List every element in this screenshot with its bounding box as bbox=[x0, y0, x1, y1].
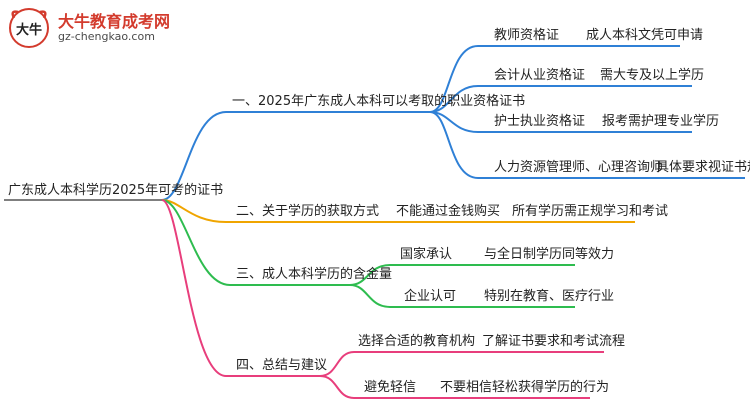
branch-4-child-1-label: 选择合适的教育机构 bbox=[358, 334, 476, 349]
branch-1-child-2-note: 需大专及以上学历 bbox=[600, 68, 705, 83]
branch-3-child-1-label: 国家承认 bbox=[400, 247, 453, 262]
branch-1-child-3-label: 护士执业资格证 bbox=[494, 114, 586, 129]
branch-1-child-4-note: 具体要求视证书规定 bbox=[656, 160, 750, 175]
branch-1-child-3-note: 报考需护理专业学历 bbox=[602, 114, 720, 129]
branch-1-child-1-label: 教师资格证 bbox=[494, 28, 560, 43]
branch-1-child-1-connector bbox=[429, 45, 680, 113]
branch-3-label: 三、成人本科学历的含金量 bbox=[236, 267, 393, 282]
branch-3-child-1-connector bbox=[349, 264, 575, 286]
branch-3-child-2-label: 企业认可 bbox=[404, 289, 457, 304]
branch-1-child-4-label: 人力资源管理师、心理咨询师 bbox=[494, 160, 664, 175]
branch-1-child-3-connector bbox=[429, 111, 692, 133]
branch-1-connector bbox=[161, 111, 430, 201]
branch-1-child-2-label: 会计从业资格证 bbox=[494, 68, 586, 83]
branch-3-connector bbox=[161, 199, 350, 286]
bull-emblem-icon: 大牛 bbox=[9, 8, 49, 48]
root-node: 广东成人本科学历2025年可考的证书 bbox=[8, 183, 224, 198]
site-logo: 大牛 大牛教育成考网 gz-chengkao.com bbox=[6, 6, 176, 50]
branch-1-child-1-note: 成人本科文凭可申请 bbox=[586, 28, 704, 43]
branch-3-child-1-note: 与全日制学历同等效力 bbox=[484, 247, 615, 262]
branch-4-child-1-note: 了解证书要求和考试流程 bbox=[482, 334, 626, 349]
logo-url: gz-chengkao.com bbox=[58, 30, 155, 43]
branch-4-child-2-note: 不要相信轻松获得学历的行为 bbox=[440, 380, 610, 395]
emblem-text: 大牛 bbox=[16, 22, 42, 38]
branch-2-child-1-note: 所有学历需正规学习和考试 bbox=[512, 204, 669, 219]
branch-4-connector bbox=[161, 199, 320, 377]
branch-1-child-4-connector bbox=[429, 111, 745, 179]
branch-3-child-2-note: 特别在教育、医疗行业 bbox=[484, 289, 615, 304]
logo-title: 大牛教育成考网 bbox=[58, 12, 171, 31]
branch-4-child-2-connector bbox=[319, 375, 590, 399]
branch-3-child-2-connector bbox=[349, 284, 575, 308]
branch-4-child-2-label: 避免轻信 bbox=[364, 380, 417, 395]
branch-2-label: 二、关于学历的获取方式 bbox=[236, 204, 380, 219]
branch-1-child-2-connector bbox=[429, 85, 692, 113]
branch-4-child-1-connector bbox=[319, 351, 604, 377]
branch-2-child-1-label: 不能通过金钱购买 bbox=[396, 204, 501, 219]
branch-1-label: 一、2025年广东成人本科可以考取的职业资格证书 bbox=[232, 94, 526, 109]
branch-4-label: 四、总结与建议 bbox=[236, 358, 328, 373]
